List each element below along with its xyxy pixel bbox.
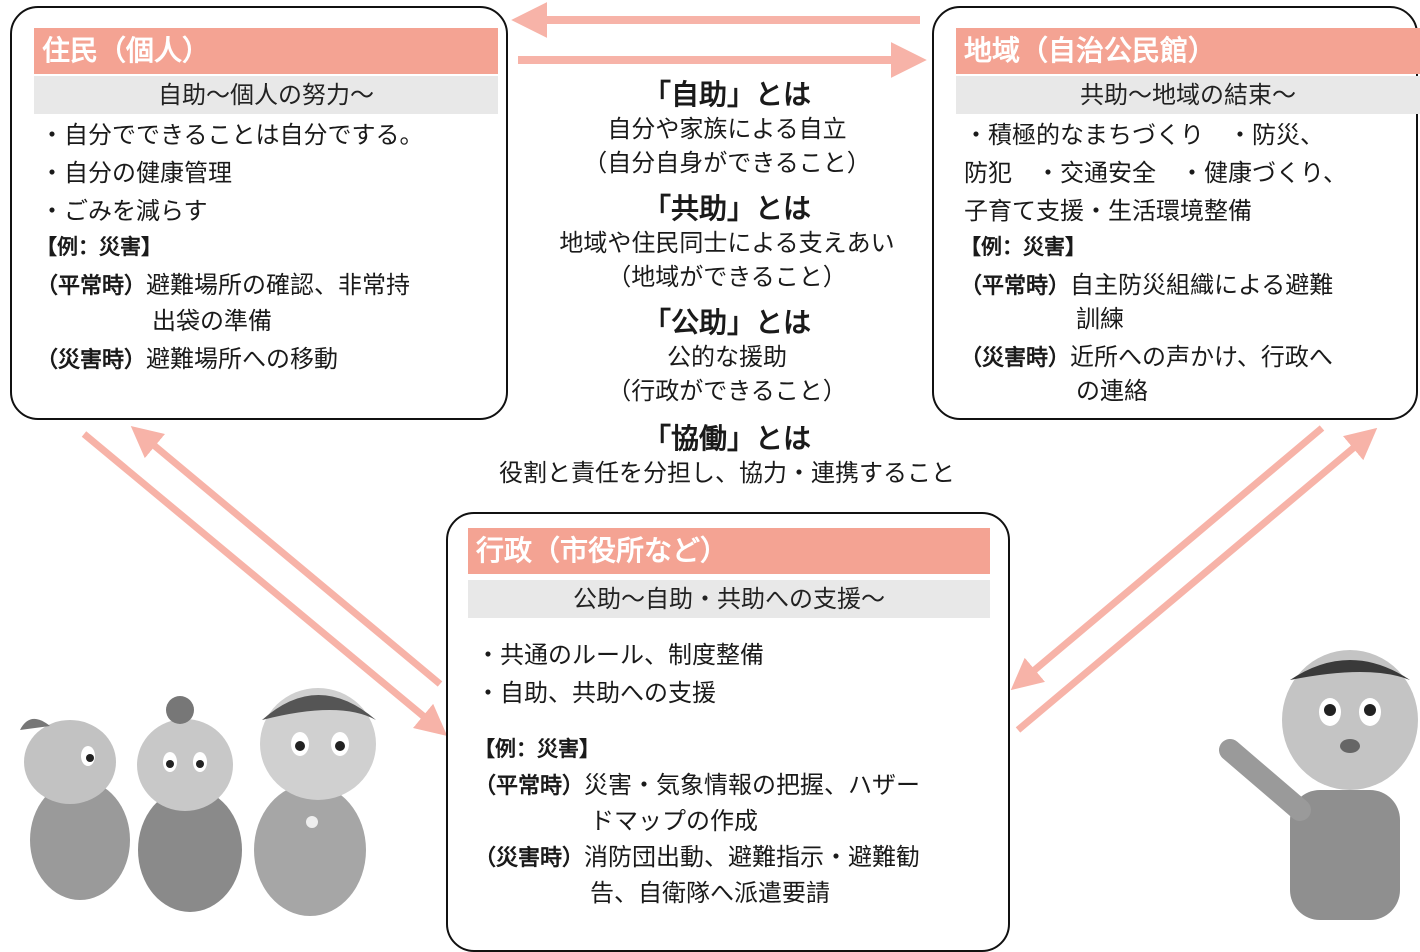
- definition-text: （自分自身ができること）: [583, 149, 871, 177]
- community-title: 地域（自治公民館）: [956, 28, 1420, 74]
- community-normal-row-cont: 訓練: [1076, 305, 1124, 333]
- definition-kyodo: 「協働」とは 役割と責任を分担し、協力・連携すること: [440, 422, 1014, 490]
- resident-item: ・自分の健康管理: [40, 159, 232, 187]
- definition-heading: 「協働」とは: [642, 422, 811, 455]
- government-title: 行政（市役所など）: [468, 528, 990, 574]
- resident-normal-row-cont: 出袋の準備: [152, 307, 272, 335]
- definition-heading: 「共助」とは: [642, 192, 811, 225]
- government-disaster-text: 消防団出動、避難指示・避難勧: [584, 843, 921, 871]
- government-card: 行政（市役所など） 公助～自助・共助への支援～ ・共通のルール、制度整備 ・自助…: [446, 512, 1010, 952]
- definition-text: 地域や住民同士による支えあい: [559, 229, 895, 257]
- resident-normal-row: （平常時）避難場所の確認、非常持: [36, 270, 410, 302]
- man-figure-icon: [1219, 650, 1418, 920]
- definition-text: （地域ができること）: [607, 263, 847, 291]
- resident-title: 住民（個人）: [34, 28, 498, 74]
- children-figures-icon: [20, 688, 376, 916]
- community-disaster-text: 近所への声かけ、行政へ: [1070, 343, 1333, 371]
- community-normal-text: 自主防災組織による避難: [1070, 271, 1334, 299]
- definition-text: 公的な援助: [667, 343, 787, 371]
- government-normal-text: 災害・気象情報の把握、ハザー: [584, 771, 921, 799]
- community-disaster-row: （災害時）近所への声かけ、行政へ: [960, 342, 1333, 374]
- resident-normal-key: （平常時）: [36, 274, 147, 299]
- arrows-layer: [81, 2, 1378, 737]
- resident-disaster-text: 避難場所への移動: [146, 345, 339, 373]
- resident-disaster-key: （災害時）: [36, 348, 147, 373]
- resident-subtitle: 自助～個人の努力～: [34, 76, 498, 114]
- arrow-diagonal-icon: [1010, 425, 1325, 691]
- community-item-line: 子育て支援・生活環境整備: [964, 197, 1252, 225]
- government-example-label: 【例：災害】: [474, 737, 600, 761]
- arrow-diagonal-icon: [130, 425, 443, 687]
- government-disaster-key: （災害時）: [474, 846, 585, 871]
- definition-jijo: 「自助」とは 自分や家族による自立 （自分自身ができること）: [520, 78, 934, 180]
- government-item: ・共通のルール、制度整備: [476, 641, 764, 669]
- arrow-diagonal-icon: [1015, 427, 1378, 733]
- government-normal-row: （平常時）災害・気象情報の把握、ハザー: [474, 770, 920, 802]
- community-subtitle: 共助～地域の結束～: [956, 76, 1420, 114]
- definition-text: 役割と責任を分担し、協力・連携すること: [499, 459, 955, 487]
- definition-heading: 「公助」とは: [642, 306, 811, 339]
- resident-item: ・ごみを減らす: [40, 197, 208, 225]
- definition-heading: 「自助」とは: [642, 78, 811, 111]
- community-example-label: 【例：災害】: [960, 235, 1086, 259]
- definition-kyojo: 「共助」とは 地域や住民同士による支えあい （地域ができること）: [520, 192, 934, 294]
- definition-text: （行政ができること）: [607, 377, 847, 405]
- community-item-line: 防犯 ・交通安全 ・健康づくり、: [964, 159, 1348, 187]
- resident-example-label: 【例：災害】: [36, 235, 162, 259]
- community-normal-key: （平常時）: [960, 274, 1071, 299]
- community-disaster-row-cont: の連絡: [1076, 377, 1148, 405]
- government-normal-row-cont: ドマップの作成: [590, 807, 758, 835]
- community-card: 地域（自治公民館） 共助～地域の結束～ ・積極的なまちづくり ・防災、 防犯 ・…: [932, 6, 1420, 420]
- government-disaster-row-cont: 告、自衛隊へ派遣要請: [590, 879, 830, 907]
- government-item: ・自助、共助への支援: [476, 679, 716, 707]
- resident-normal-text: 避難場所の確認、非常持: [146, 271, 411, 299]
- community-disaster-key: （災害時）: [960, 346, 1071, 371]
- resident-item: ・自分でできることは自分でする。: [40, 121, 424, 149]
- definition-kojo: 「公助」とは 公的な援助 （行政ができること）: [520, 306, 934, 408]
- resident-disaster-row: （災害時）避難場所への移動: [36, 344, 338, 376]
- resident-card: 住民（個人） 自助～個人の努力～ ・自分でできることは自分でする。 ・自分の健康…: [10, 6, 508, 420]
- community-item-line: ・積極的なまちづくり ・防災、: [964, 121, 1324, 149]
- government-normal-key: （平常時）: [474, 774, 585, 799]
- government-subtitle: 公助～自助・共助への支援～: [468, 580, 990, 618]
- community-normal-row: （平常時）自主防災組織による避難: [960, 270, 1333, 302]
- government-disaster-row: （災害時）消防団出動、避難指示・避難勧: [474, 842, 920, 874]
- definition-text: 自分や家族による自立: [607, 115, 847, 143]
- arrow-diagonal-icon: [81, 431, 448, 737]
